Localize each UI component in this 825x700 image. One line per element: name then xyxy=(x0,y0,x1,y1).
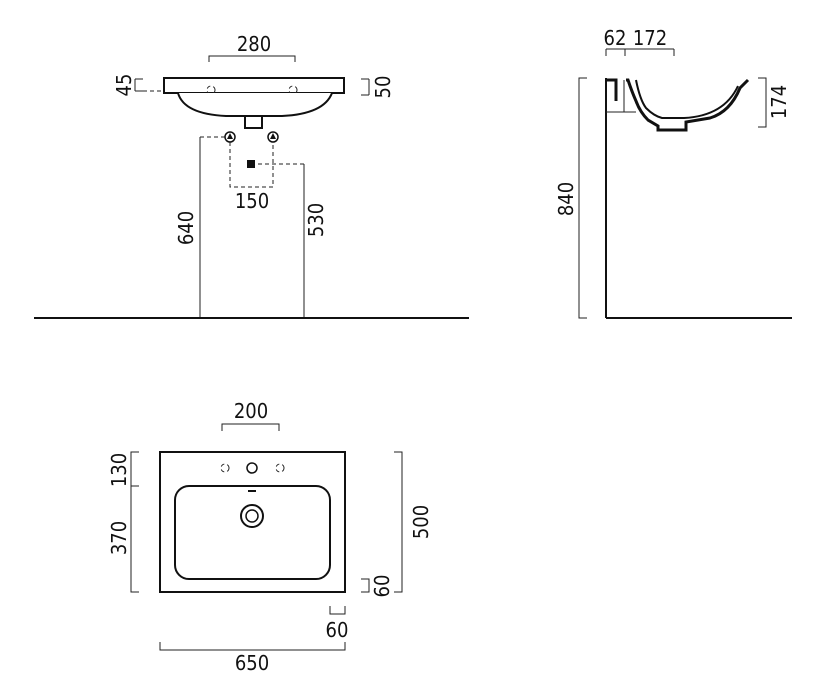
basin-rim xyxy=(163,77,345,94)
valve-spacing-label: 150 xyxy=(235,189,269,213)
bowl-outline xyxy=(174,485,331,580)
tap-hole-right-top xyxy=(275,463,285,473)
rim-left-bracket xyxy=(134,78,143,92)
bowl-offset-label: 172 xyxy=(633,26,667,50)
total-width-label: 650 xyxy=(235,651,269,675)
right-height-label: 530 xyxy=(304,203,328,237)
drain-inner xyxy=(245,509,259,523)
front-rim-bracket xyxy=(361,578,370,593)
side-view: 62 172 174 840 xyxy=(554,26,792,319)
bowl-depth-label: 370 xyxy=(107,521,131,555)
tap-spacing-bracket xyxy=(221,423,280,431)
front-view: 280 45 50 150 640 530 xyxy=(34,32,469,319)
tap-hole-left-top xyxy=(220,463,230,473)
basin-bowl xyxy=(177,92,333,117)
basin-profile-outer xyxy=(606,78,750,132)
total-depth-bracket xyxy=(394,451,403,593)
left-height-label: 640 xyxy=(174,211,198,245)
top-width-label: 280 xyxy=(237,32,271,56)
side-rim-label: 60 xyxy=(326,618,349,642)
tap-hole-right xyxy=(288,85,298,95)
drain-outlet xyxy=(244,115,263,129)
rim-height-bracket xyxy=(758,77,767,128)
waste-outlet-icon xyxy=(247,160,255,168)
top-width-bracket xyxy=(208,55,296,62)
total-depth-label: 500 xyxy=(409,505,433,539)
valve-spacing-bracket xyxy=(229,142,274,188)
valve-left-arrow xyxy=(227,133,233,139)
side-rim-bracket xyxy=(329,606,346,615)
tap-hole-center-top xyxy=(246,462,258,474)
front-rim-label: 60 xyxy=(370,575,394,598)
side-top-bracket xyxy=(605,48,675,56)
tap-spacing-label: 200 xyxy=(234,399,268,423)
back-depth-label: 130 xyxy=(107,453,131,487)
rim-right-label: 50 xyxy=(371,76,395,99)
rim-left-label: 45 xyxy=(112,74,136,97)
rim-right-bracket xyxy=(361,78,370,96)
total-width-bracket xyxy=(159,642,346,651)
depth-bracket-left xyxy=(130,451,139,593)
total-height-label: 840 xyxy=(554,182,578,216)
tap-hole-left xyxy=(206,85,216,95)
total-height-bracket xyxy=(578,77,587,319)
valve-right-arrow xyxy=(270,133,276,139)
rim-height-label: 174 xyxy=(767,85,791,119)
wall-offset-label: 62 xyxy=(604,26,627,50)
top-view: 200 130 370 500 60 60 650 xyxy=(107,399,433,675)
basin-profile-inner xyxy=(635,79,739,119)
